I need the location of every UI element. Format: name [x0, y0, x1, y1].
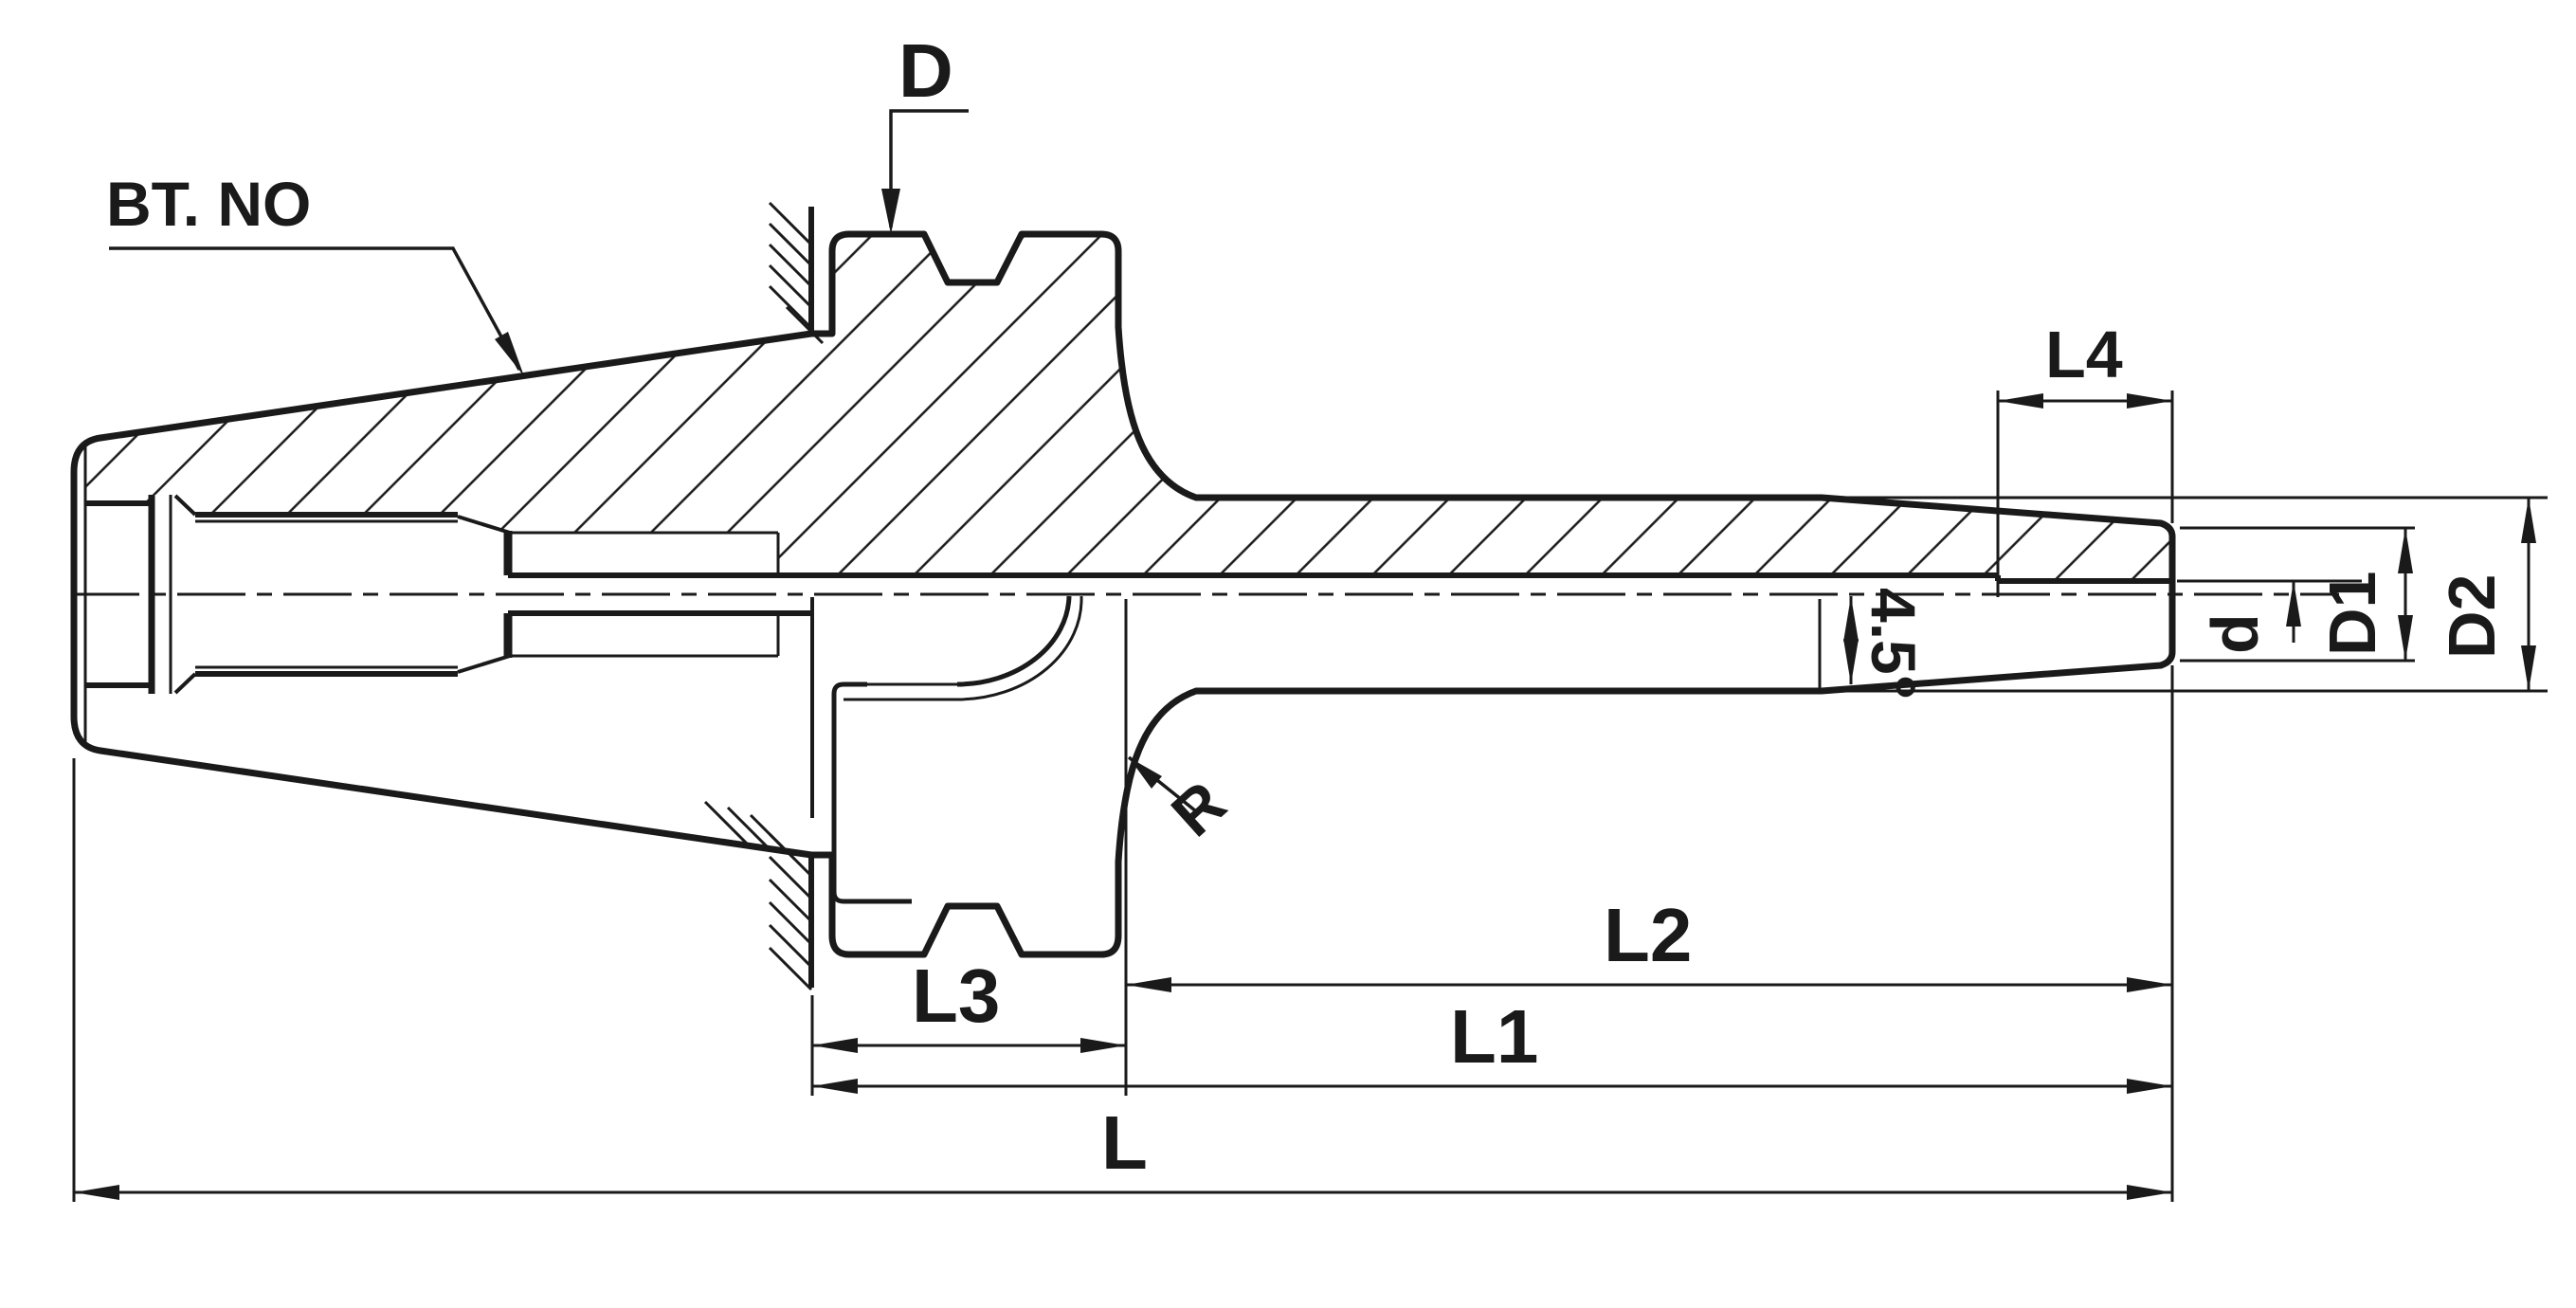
leader-r: R — [1127, 755, 1239, 850]
dim-l2: L2 — [1126, 665, 2174, 1202]
dim-angle: 4.5° — [1818, 588, 1929, 699]
label-d1: D1 — [2315, 572, 2389, 656]
leader-d: D — [881, 28, 969, 234]
flange-bottom-details — [831, 595, 1083, 904]
spindle-wall-bottom — [703, 800, 814, 991]
dim-l: L — [72, 758, 2172, 1202]
label-l3: L3 — [912, 954, 1000, 1038]
bt-no-arrow — [495, 332, 524, 376]
dim-l1: L1 — [812, 994, 2172, 1094]
dim-l4: L4 — [1996, 318, 2174, 597]
label-d2: D2 — [2435, 574, 2509, 659]
label-l4: L4 — [2045, 318, 2123, 391]
r-arrow — [1129, 757, 1162, 789]
label-angle: 4.5° — [1859, 588, 1929, 699]
d-arrow — [881, 189, 900, 234]
dim-d2: D2 — [1829, 496, 2548, 693]
label-r: R — [1158, 768, 1239, 850]
leader-bt-no: BT. NO — [106, 169, 524, 376]
label-d-top: D — [898, 28, 953, 113]
dim-d1: D1 — [2180, 526, 2415, 663]
label-l1: L1 — [1450, 994, 1538, 1079]
label-d-small: d — [2198, 613, 2272, 654]
label-l2: L2 — [1604, 893, 1692, 977]
label-l: L — [1101, 1100, 1148, 1185]
dim-l3: L3 — [810, 599, 1128, 1096]
spindle-wall-top — [768, 201, 825, 345]
label-bt-no: BT. NO — [106, 169, 311, 239]
bore-internal-lines-bottom — [85, 594, 814, 818]
bore-internal-lines-top — [85, 494, 2170, 594]
dim-d-small: d — [2177, 579, 2362, 654]
